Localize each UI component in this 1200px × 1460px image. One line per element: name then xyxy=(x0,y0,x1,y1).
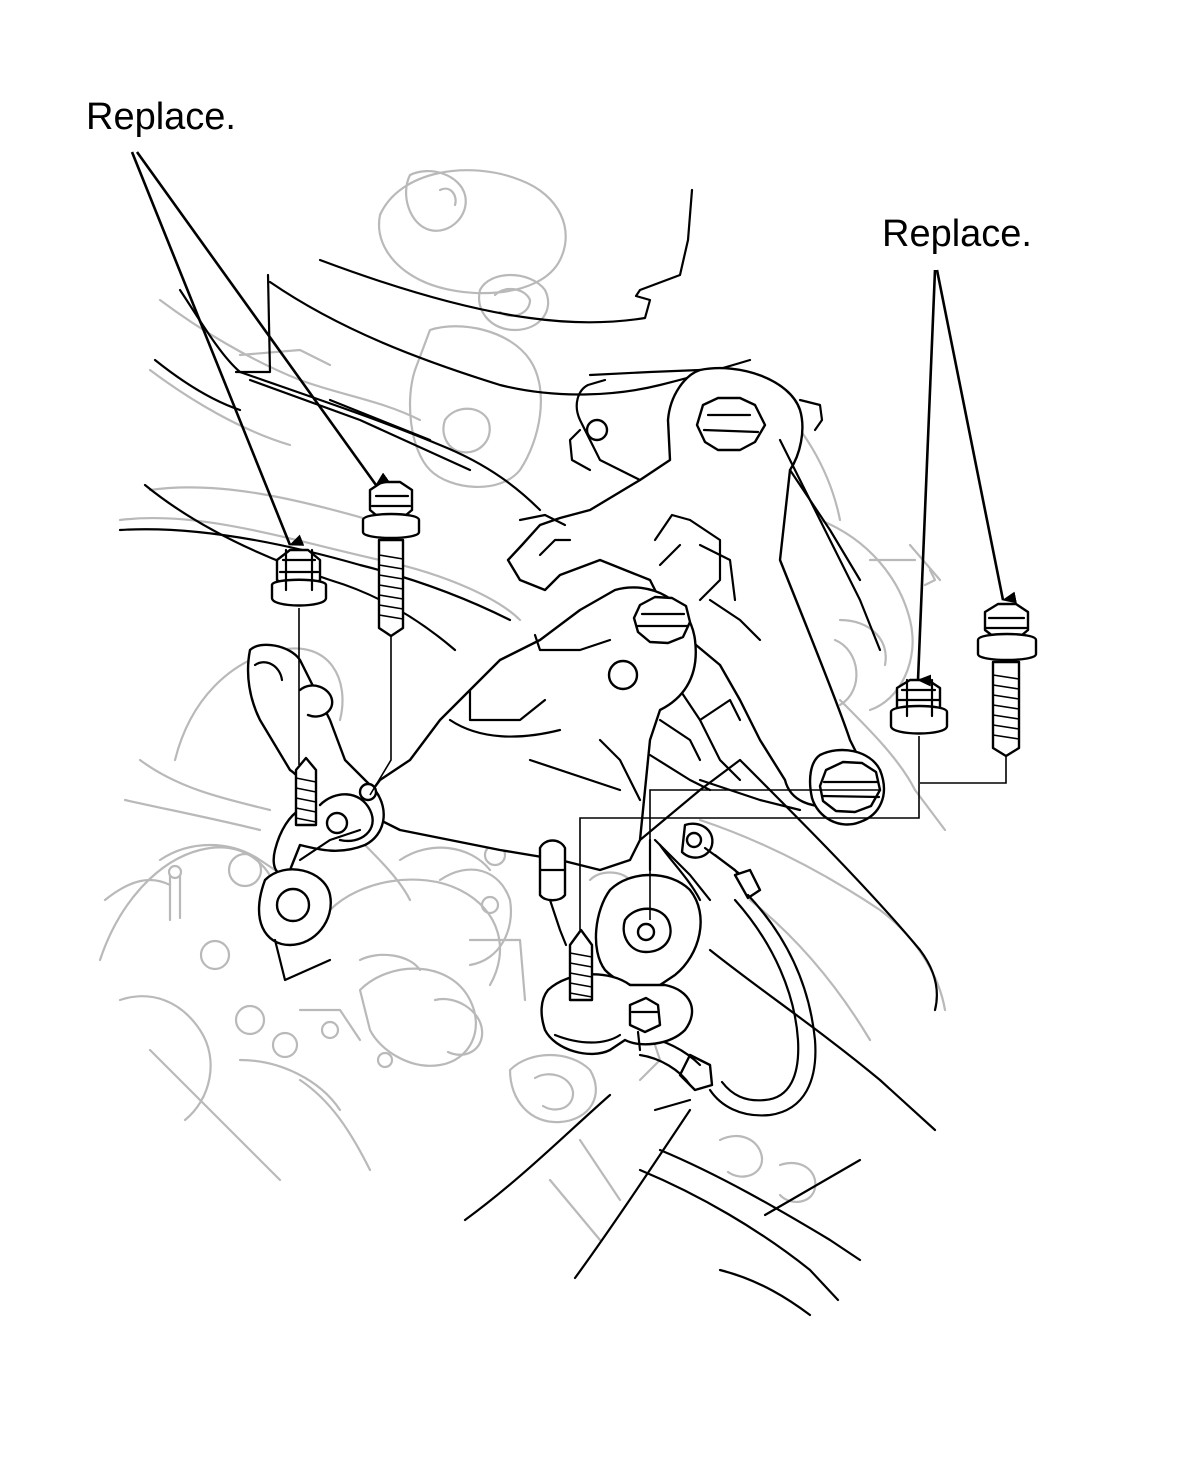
left-mount-foot xyxy=(246,643,385,876)
left-long-bolt xyxy=(361,480,421,638)
lower-linkage xyxy=(257,828,362,982)
right-callout-arrows xyxy=(916,269,1017,687)
left-flange-nut xyxy=(270,548,328,607)
subframe-beam xyxy=(118,358,938,1317)
right-flange-nut xyxy=(889,678,949,735)
left-callout-arrows xyxy=(130,151,391,546)
ground-cable xyxy=(638,822,817,1117)
replace-callout-right: Replace. xyxy=(882,213,1032,255)
lower-frame-lines xyxy=(463,1093,692,1280)
mount-bracket xyxy=(506,366,882,842)
transmission-housing-upper xyxy=(178,188,752,512)
lower-bracket-bolt xyxy=(808,748,886,826)
lower-mount-bushing xyxy=(540,838,712,1056)
right-long-bolt xyxy=(976,602,1038,758)
stud-left-of-bushing xyxy=(538,839,568,947)
replace-callout-left: Replace. xyxy=(86,96,236,138)
engine-mount-arm xyxy=(363,586,697,872)
installation-guide-lines xyxy=(298,608,1007,930)
